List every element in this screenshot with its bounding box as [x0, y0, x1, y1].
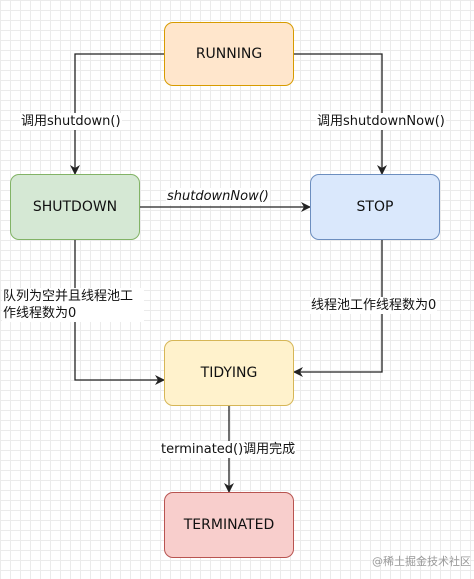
state-tidying: TIDYING	[164, 340, 294, 406]
state-tidying-label: TIDYING	[200, 365, 258, 381]
state-shutdown-label: SHUTDOWN	[32, 199, 118, 215]
transition-label-shutdownnow: shutdownNow()	[166, 188, 270, 205]
state-terminated: TERMINATED	[164, 492, 294, 558]
transition-label-call-shutdown: 调用shutdown()	[20, 113, 122, 130]
watermark: @稀土掘金技术社区	[372, 555, 471, 568]
transition-label-terminated-done: terminated()调用完成	[160, 441, 297, 458]
state-stop: STOP	[310, 174, 440, 240]
state-running: RUNNING	[164, 22, 294, 86]
state-stop-label: STOP	[356, 199, 394, 215]
edge-running-to-shutdown	[70, 53, 164, 175]
edge-running-to-stop	[294, 53, 387, 175]
state-shutdown: SHUTDOWN	[10, 174, 140, 240]
state-running-label: RUNNING	[195, 46, 263, 62]
edge-shutdown-to-tidying	[74, 240, 165, 385]
transition-label-queue-empty: 队列为空并且线程池工作线程数为0	[2, 288, 144, 322]
state-terminated-label: TERMINATED	[183, 517, 275, 533]
transition-label-call-shutdownnow: 调用shutdownNow()	[316, 113, 446, 130]
transition-label-pool-zero: 线程池工作线程数为0	[310, 297, 438, 314]
edge-stop-to-tidying	[293, 240, 383, 377]
